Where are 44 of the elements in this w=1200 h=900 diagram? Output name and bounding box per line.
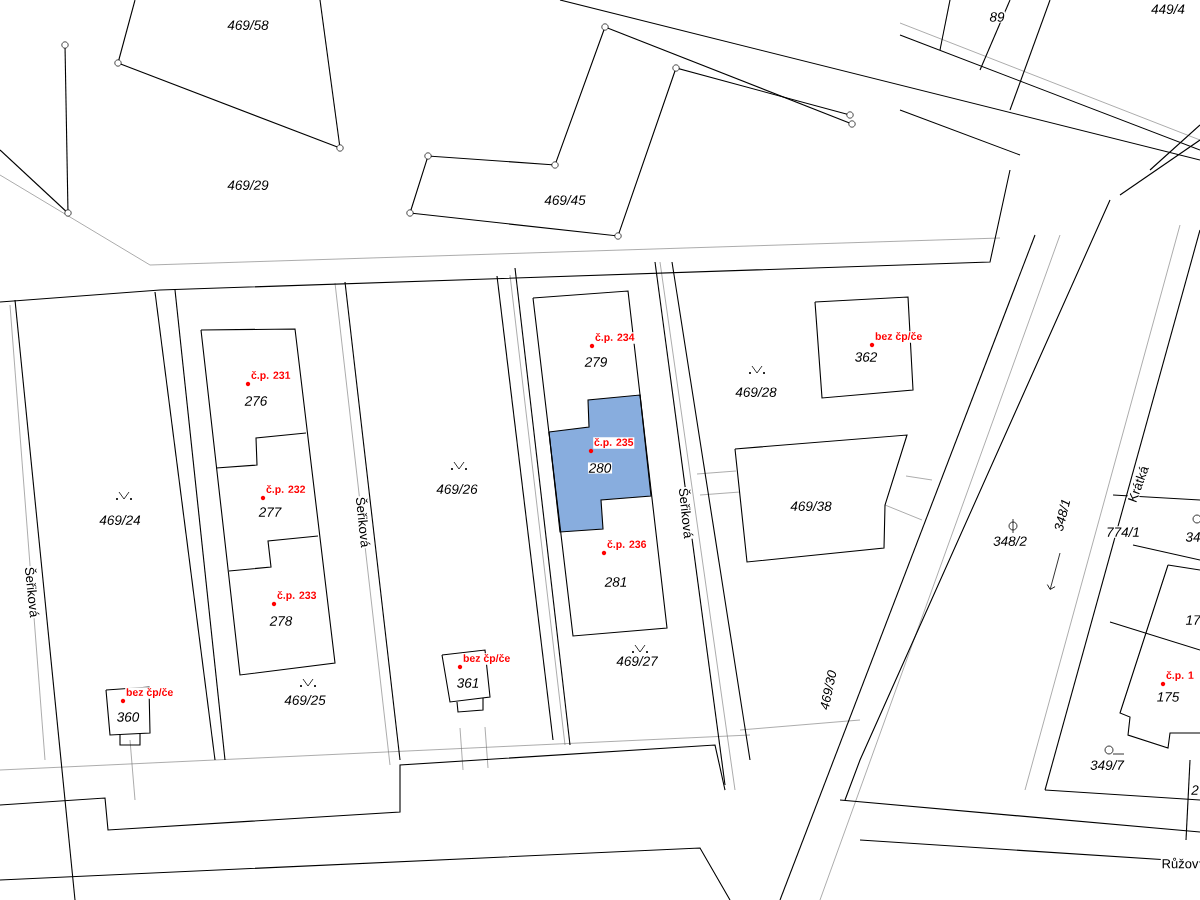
house-number-label: bez čp/če: [869, 331, 924, 348]
house-number-label: č.p. 234: [589, 332, 636, 349]
parcel-number: 276: [243, 395, 269, 407]
street-name: Šeřiková: [354, 495, 374, 549]
parcel-number: 469/29: [226, 179, 270, 191]
parcel-number: 469/45: [543, 194, 587, 206]
house-number-label: č.p. 235: [588, 437, 635, 454]
parcel-number: 774/1: [1105, 526, 1141, 538]
parcel-number: 469/58: [226, 19, 270, 31]
parcel-number: 175: [1155, 691, 1181, 703]
parcel-number: 449/4: [1150, 3, 1186, 15]
parcel-number: 469/24: [98, 514, 142, 526]
parcel-number: 281: [603, 576, 629, 588]
house-number-label: č.p. 233: [271, 590, 318, 607]
parcel-number: 348/2: [992, 535, 1028, 547]
parcel-number: 360: [115, 711, 141, 723]
parcel-number: 469/26: [435, 483, 479, 495]
house-number-label: č.p. 1: [1160, 670, 1195, 687]
street-name: Růžov: [1160, 856, 1200, 870]
parcel-number: 361: [455, 677, 481, 689]
street-name: Šeřiková: [23, 565, 43, 619]
parcel-number: 17: [1184, 614, 1200, 626]
parcel-number: 278: [268, 615, 294, 627]
parcel-number: 277: [257, 506, 283, 518]
parcel-number: 34: [1184, 531, 1200, 543]
house-number-label: č.p. 236: [601, 539, 648, 556]
street-name: Šeřiková: [677, 486, 697, 540]
street-name: Krátká: [1126, 463, 1150, 505]
parcel-number: 362: [853, 351, 879, 363]
house-number-label: bez čp/če: [457, 653, 512, 670]
parcel-number: 469/38: [789, 500, 833, 512]
street-name: 469/30: [818, 668, 838, 712]
house-number-label: bez čp/če: [120, 687, 175, 704]
parcel-number: 469/27: [615, 655, 659, 667]
parcel-number: 469/28: [734, 386, 778, 398]
parcel-number: 279: [583, 356, 609, 368]
parcel-number: 349/7: [1089, 759, 1125, 771]
parcel-number: 89: [988, 11, 1006, 23]
parcel-number: 2: [1190, 784, 1200, 796]
parcel-number: 280: [587, 462, 613, 474]
house-number-label: č.p. 231: [245, 370, 292, 387]
street-name: 348/1: [1052, 497, 1072, 533]
parcel-number: 469/25: [283, 694, 327, 706]
house-number-label: č.p. 232: [260, 484, 307, 501]
